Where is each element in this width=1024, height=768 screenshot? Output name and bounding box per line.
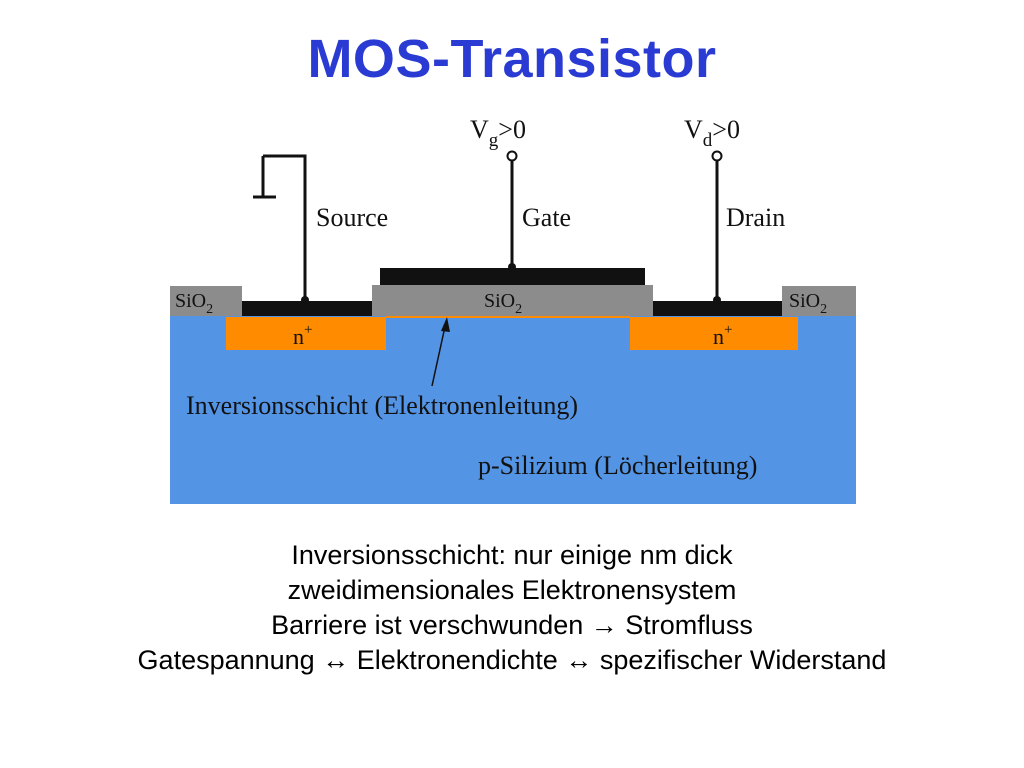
source-label: Source bbox=[316, 203, 388, 232]
source-contact bbox=[242, 301, 372, 316]
inversion-layer-label: Inversionsschicht (Elektronenleitung) bbox=[186, 391, 578, 420]
substrate-label: p-Silizium (Löcherleitung) bbox=[478, 451, 757, 480]
mos-transistor-diagram: Vg>0 Vd>0 Source Gate Drain SiO2 SiO2 Si… bbox=[170, 115, 856, 504]
explanation-text: Inversionsschicht: nur einige nm dick zw… bbox=[0, 538, 1024, 678]
slide-title: MOS-Transistor bbox=[307, 29, 717, 89]
gate-terminal bbox=[506, 150, 518, 162]
explanation-line: Barriere ist verschwunden → Stromfluss bbox=[271, 610, 753, 640]
ground-symbol bbox=[253, 156, 276, 199]
drain-junction-dot bbox=[713, 296, 721, 304]
gate-voltage-label: Vg>0 bbox=[470, 115, 526, 151]
gate-oxide-label: SiO2 bbox=[484, 290, 522, 317]
explanation-line: Gatespannung ↔ Elektronendichte ↔ spezif… bbox=[137, 645, 887, 675]
gate-junction-dot bbox=[508, 263, 516, 271]
drain-terminal bbox=[711, 150, 723, 162]
field-oxide-right bbox=[782, 286, 856, 316]
gate-electrode bbox=[380, 268, 645, 285]
explanation-line: zweidimensionales Elektronensystem bbox=[287, 575, 737, 605]
source-wire bbox=[263, 154, 307, 301]
drain-contact bbox=[652, 301, 782, 316]
field-oxide-right-label: SiO2 bbox=[789, 290, 827, 317]
inversion-pointer-line bbox=[431, 321, 447, 387]
field-oxide-left bbox=[170, 286, 242, 316]
explanation-line: Inversionsschicht: nur einige nm dick bbox=[291, 540, 733, 570]
source-junction-dot bbox=[301, 296, 309, 304]
inversion-pointer-arrowhead bbox=[441, 317, 450, 332]
gate-oxide bbox=[372, 285, 653, 316]
field-oxide-left-label: SiO2 bbox=[175, 290, 213, 317]
n-plus-region-drain bbox=[630, 317, 798, 350]
n-plus-source-label: n+ bbox=[293, 322, 312, 349]
drain-label: Drain bbox=[726, 203, 785, 232]
n-plus-drain-label: n+ bbox=[713, 322, 732, 349]
drain-voltage-label: Vd>0 bbox=[684, 115, 740, 151]
inversion-layer bbox=[386, 315, 630, 318]
n-plus-region-source bbox=[226, 317, 386, 350]
gate-label: Gate bbox=[522, 203, 571, 232]
